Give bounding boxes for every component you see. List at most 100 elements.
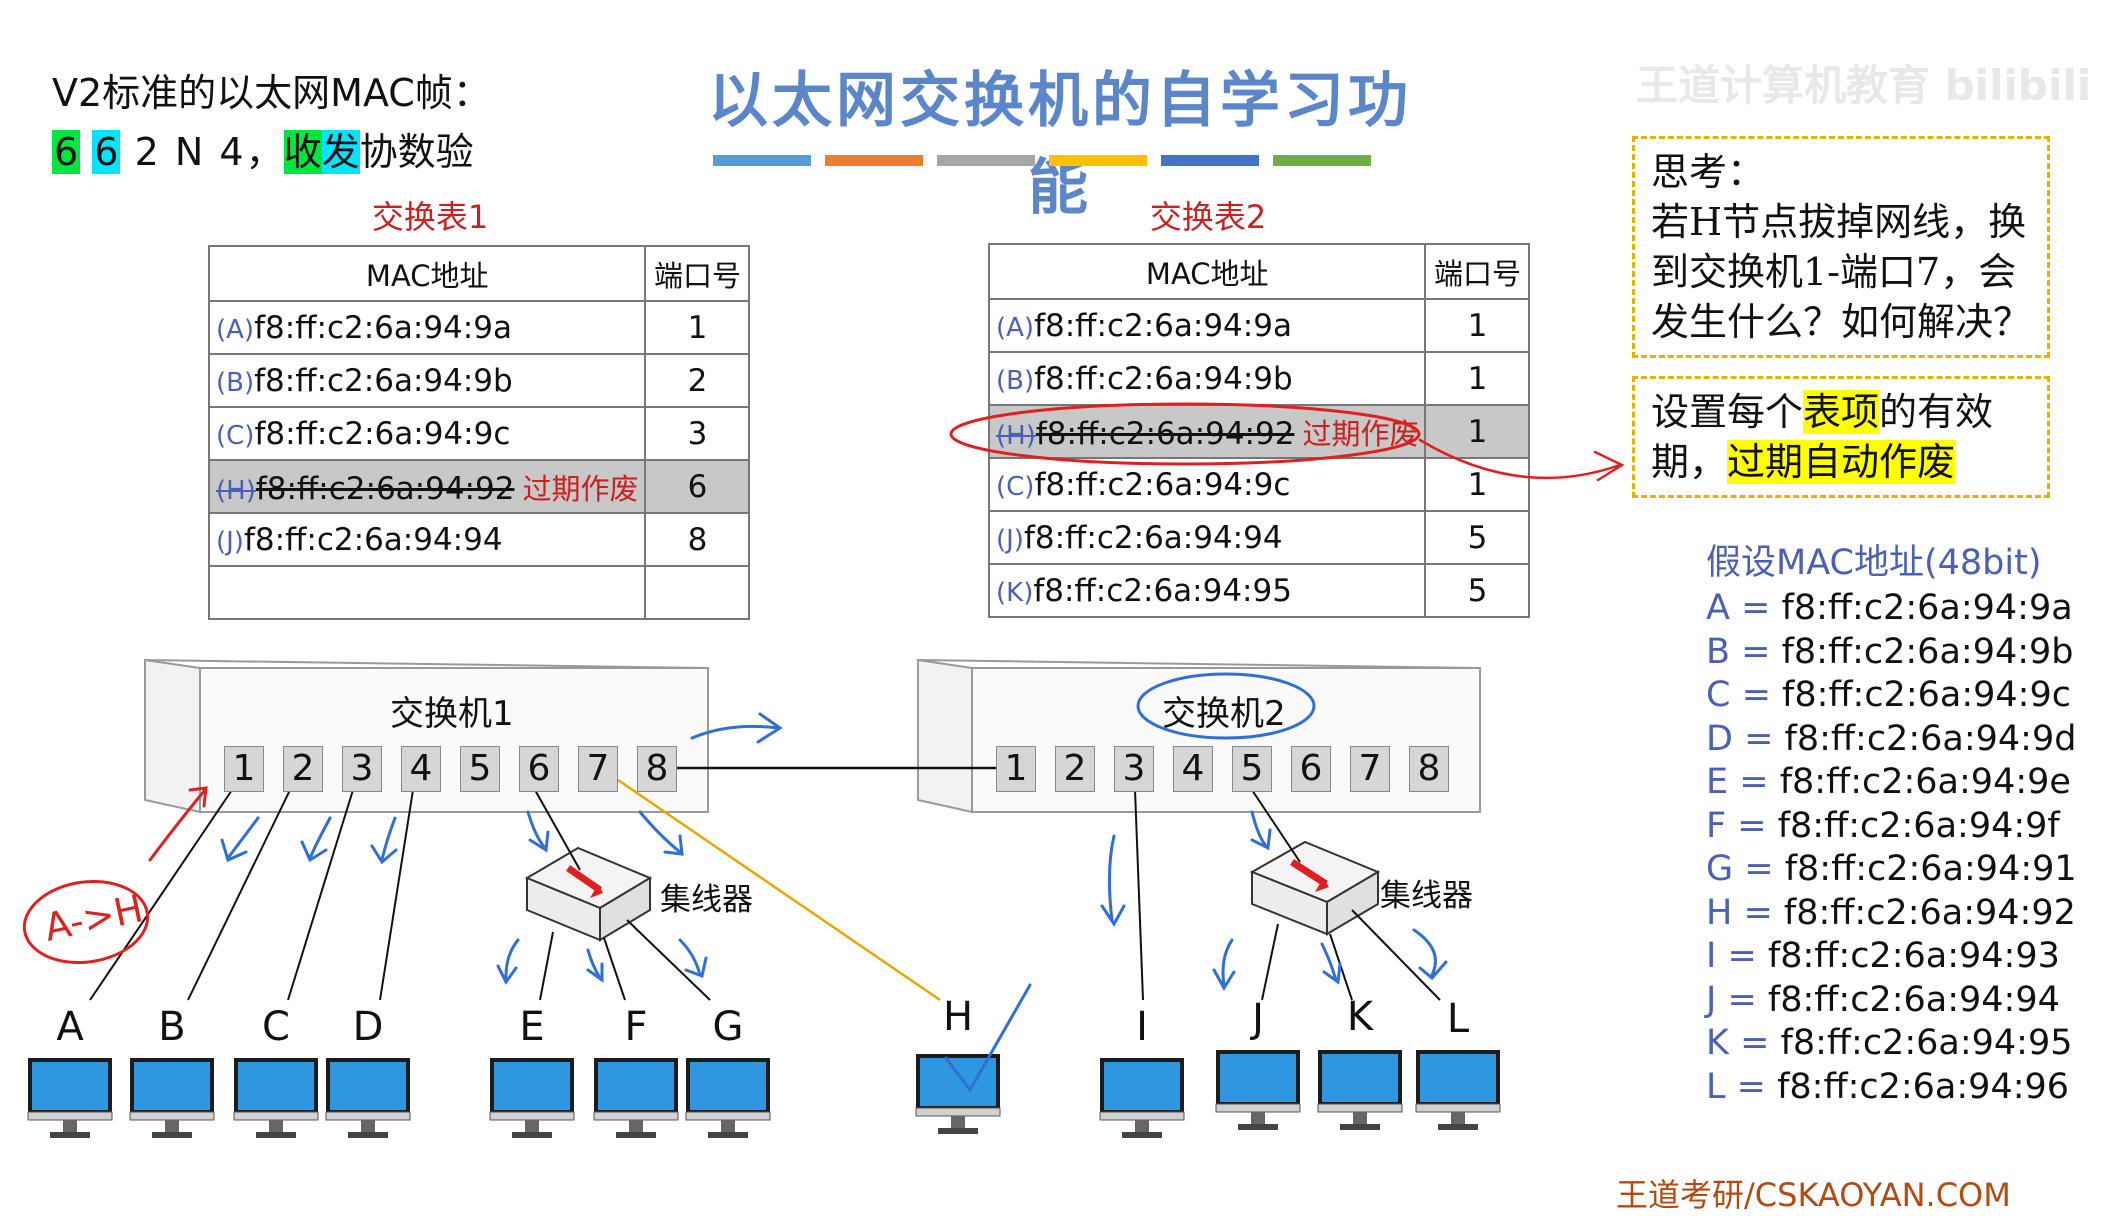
mac-cell	[207, 565, 647, 620]
port-cell: 1	[1424, 351, 1531, 406]
think-line: 若H节点拔掉网线，换	[1651, 200, 2027, 244]
table2-title: 交换表2	[1149, 198, 1267, 236]
host-label-a: A	[56, 1004, 84, 1050]
hub1-arrow-icon	[566, 865, 602, 893]
host-tag: (J)	[996, 524, 1024, 555]
color-bar-1	[713, 155, 811, 166]
computer-icon	[1215, 1050, 1301, 1130]
mac-cell: (C)f8:ff:c2:6a:94:9c	[207, 406, 647, 461]
watermark: 王道计算机教育 bilibili	[1636, 61, 2092, 110]
hub1-label: 集线器	[660, 882, 753, 918]
host-label-k: K	[1346, 994, 1374, 1040]
equals-sign: =	[1728, 1023, 1781, 1063]
host-label-j: J	[1252, 996, 1264, 1042]
computer-icon	[489, 1058, 575, 1138]
host-mac: f8:ff:c2:6a:94:92	[1783, 892, 2076, 933]
host-tag: (B)	[996, 365, 1035, 396]
computer-icon	[593, 1058, 679, 1138]
host-key: C	[1706, 675, 1731, 715]
hub2-label: 集线器	[1380, 878, 1473, 914]
port-cell: 3	[644, 406, 751, 461]
host-tag: (K)	[996, 577, 1034, 608]
field-data: N	[174, 130, 204, 174]
host-h-new-cable	[617, 778, 941, 1002]
equals-sign: =	[1732, 892, 1784, 933]
port-cell: 5	[1424, 563, 1531, 618]
mac-address: f8:ff:c2:6a:94:9a	[254, 309, 512, 346]
mac-address: f8:ff:c2:6a:94:92	[255, 470, 515, 507]
host-key: L	[1706, 1066, 1726, 1107]
mac-cell: (C)f8:ff:c2:6a:94:9c	[987, 457, 1427, 512]
hub2-arrow-icon	[1290, 859, 1328, 887]
port-cell: 5	[1424, 510, 1531, 565]
host-tag: (H)	[216, 475, 256, 506]
footer-brand: 王道考研/CSKAOYAN.COM	[1616, 1176, 2011, 1214]
mac-address: f8:ff:c2:6a:94:92	[1035, 415, 1295, 452]
header-port: 端口号	[644, 245, 751, 302]
switch2-port-2: 2	[1055, 746, 1095, 792]
answer-highlight: 表项	[1803, 390, 1880, 434]
header-mac: MAC地址	[207, 245, 647, 302]
field-type: 2	[134, 130, 159, 174]
table-header: MAC地址 端口号	[987, 243, 1531, 300]
host-label-d: D	[352, 1004, 384, 1050]
host-key: G	[1706, 849, 1734, 889]
mac-cell: (B)f8:ff:c2:6a:94:9b	[987, 351, 1427, 406]
switch1-port-3: 3	[342, 746, 382, 792]
page-title: 以太网交换机的自学习功能	[708, 66, 1412, 223]
host-label-b: B	[158, 1004, 186, 1050]
port-cell: 2	[644, 353, 751, 408]
annotations	[22, 402, 1625, 1093]
header-port: 端口号	[1424, 243, 1531, 300]
switch1-label: 交换机1	[390, 694, 514, 734]
computer-icon	[325, 1058, 411, 1138]
word-receive: 收	[283, 130, 322, 174]
host-mac: f8:ff:c2:6a:94:9b	[1781, 631, 2074, 672]
assumed-mac-row: H = f8:ff:c2:6a:94:92	[1706, 892, 2077, 936]
hub1	[524, 846, 653, 942]
field-sep: ，	[245, 130, 284, 174]
mac-cell: (J)f8:ff:c2:6a:94:94	[207, 512, 647, 567]
word-send: 发	[321, 130, 360, 174]
switch2-port-1: 1	[996, 746, 1036, 792]
host-label-g: G	[712, 1004, 744, 1050]
field-fcs: 4	[219, 130, 244, 174]
expired-note: 过期作废	[522, 471, 639, 506]
host-mac: f8:ff:c2:6a:94:95	[1780, 1023, 2073, 1063]
field-src: 6	[92, 130, 121, 174]
frame-format-note: V2标准的以太网MAC帧： 6 6 2 N 4，收发协数验	[52, 62, 491, 176]
think-line: 发生什么？如何解决？	[1651, 300, 2032, 344]
host-label-f: F	[624, 1004, 648, 1050]
port-cell: 1	[644, 300, 751, 355]
frame-fields: 6 6 2 N 4，收发协数验	[52, 121, 491, 176]
switch1-port-6: 6	[519, 746, 559, 792]
think-question-box: 思考： 若H节点拔掉网线，换 到交换机1-端口7，会 发生什么？如何解决？	[1632, 136, 2050, 358]
host-mac: f8:ff:c2:6a:94:9a	[1781, 588, 2073, 628]
switch2-port-5: 5	[1232, 746, 1272, 792]
switch1-port-7: 7	[578, 746, 618, 792]
host-tag: (B)	[216, 367, 255, 398]
switch2-port-7: 7	[1350, 746, 1390, 792]
header-mac: MAC地址	[987, 243, 1427, 300]
assumed-mac-row: J = f8:ff:c2:6a:94:94	[1706, 979, 2077, 1023]
hub2	[1249, 840, 1381, 936]
assumed-mac-row: C = f8:ff:c2:6a:94:9c	[1706, 674, 2077, 718]
mac-address: f8:ff:c2:6a:94:94	[243, 521, 503, 558]
assumed-mac-row: K = f8:ff:c2:6a:94:95	[1706, 1022, 2077, 1066]
port-cell: 8	[644, 512, 751, 567]
think-line: 到交换机1-端口7，会	[1651, 250, 2017, 294]
port-cell: 6	[644, 459, 751, 514]
equals-sign: =	[1730, 675, 1783, 715]
host-tag: (C)	[216, 420, 255, 451]
host-mac: f8:ff:c2:6a:94:9d	[1784, 718, 2077, 759]
